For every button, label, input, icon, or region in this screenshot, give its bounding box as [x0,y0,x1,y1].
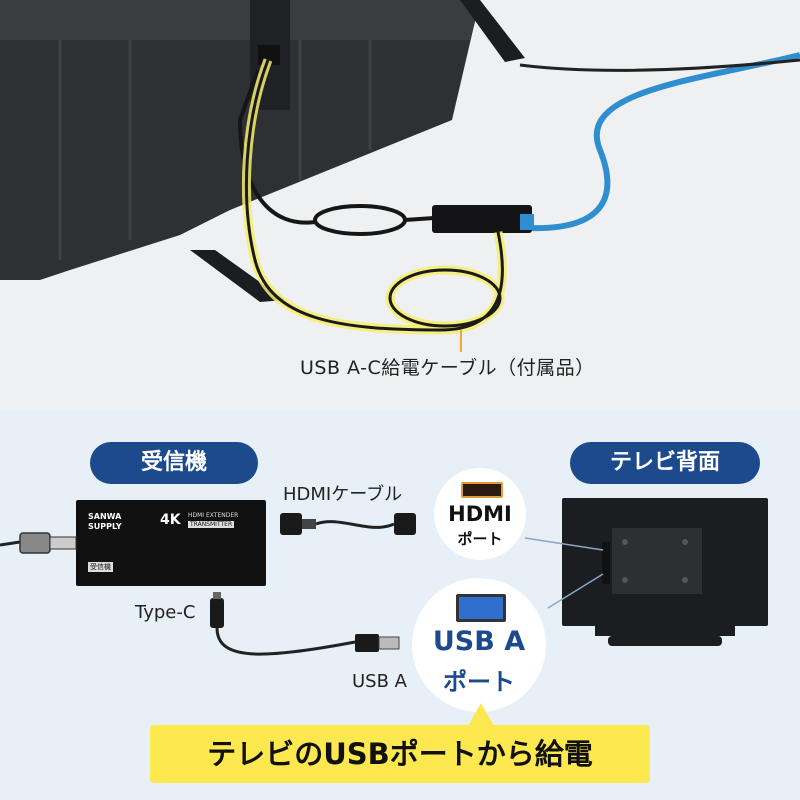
hdmi-port-sublabel: ポート [457,530,503,548]
device-line2: TRANSMITTER [188,521,235,528]
usb-power-cable [215,627,356,656]
usb-a-port-label: USB A [432,626,526,657]
tv-stand-right [460,0,525,62]
receiver-unit [432,205,532,233]
hdmi-cable-label: HDMIケーブル [283,484,403,505]
hdmi-plug-left [280,513,302,535]
receiver-device: SANWA SUPPLY 4K HDMI EXTENDER TRANSMITTE… [76,500,266,586]
usb-a-port-callout: USB A ポート [412,578,546,712]
hdmi-port-label: HDMI [448,502,512,526]
hdmi-port-callout: HDMI ポート [434,468,526,560]
type-c-label: Type-C [135,602,196,623]
device-brand: SANWA SUPPLY [88,512,122,531]
banner-pointer [468,703,494,726]
hdmi-port-icon [461,482,503,498]
usb-a-label: USB A [352,671,407,692]
hdmi-cable-line [315,520,395,529]
lan-cable [529,52,800,232]
product-photo: USB A-C給電ケーブル（付属品） [0,0,800,410]
usb-a-port-sublabel: ポート [443,668,515,696]
usb-a-plug [355,634,379,652]
device-line1: HDMI EXTENDER [188,512,239,519]
tv-back-title-pill: テレビ背面 [570,442,760,484]
receiver-title-pill: 受信機 [90,442,258,484]
device-model: 4K [160,512,181,528]
tv-stand-left [190,250,285,302]
tv-setup-illustration [0,0,800,352]
type-c-plug [210,598,224,628]
lan-cable-diagram [0,540,21,547]
device-tag: 受信機 [88,562,113,572]
lan-connector [19,532,51,554]
usb-cable-caption: USB A-C給電ケーブル（付属品） [300,357,595,379]
usb-port-icon [456,594,506,622]
diagram-cables [0,498,768,656]
hdmi-plug-right [394,513,416,535]
usb-power-banner: テレビのUSBポートから給電 [150,725,650,783]
